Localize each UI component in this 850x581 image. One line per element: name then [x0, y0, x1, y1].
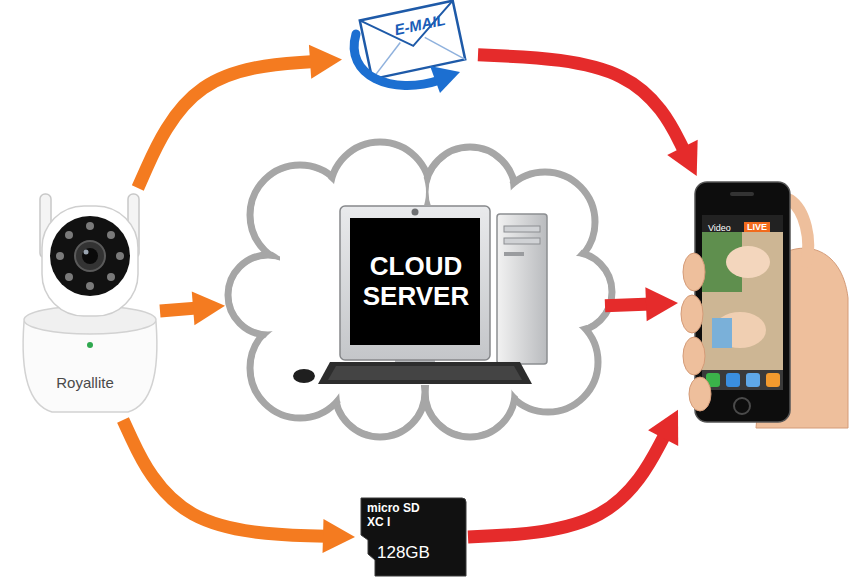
flow-arrow: [123, 420, 355, 553]
flow-arrow: [605, 287, 678, 321]
arrow-head: [309, 45, 342, 79]
flow-arrow: [478, 55, 698, 176]
screen-label: CLOUD SERVER: [350, 252, 482, 312]
sd-card-figure: [361, 498, 466, 576]
arrow-shaft: [123, 420, 335, 536]
arrow-shaft: [478, 55, 688, 158]
capacity-label: 128GB: [377, 543, 430, 563]
arrow-head: [648, 410, 678, 446]
arrow-head: [645, 287, 678, 321]
email-figure: [354, 1, 465, 93]
cloud-server-node: CLOUD SERVER: [225, 160, 605, 430]
flow-arrow: [468, 410, 678, 537]
camera-figure: [23, 194, 157, 412]
email-label: E-MAIL: [393, 11, 447, 39]
arrow-head: [667, 140, 697, 176]
brand-label: Royallite: [56, 374, 114, 391]
phone-node: Video LIVE: [678, 176, 848, 430]
arrow-head: [192, 291, 225, 325]
live-badge: LIVE: [744, 222, 770, 232]
arrow-head: [323, 519, 355, 553]
cloud-shape: [228, 142, 612, 437]
email-node: E-MAIL: [342, 2, 478, 98]
app-title: Video: [708, 223, 731, 233]
card-brand-label: micro SD XC I: [367, 502, 431, 530]
sd-card-node: micro SD XC I 128GB: [355, 495, 468, 579]
flow-arrow: [160, 291, 225, 325]
computer-figure: [293, 206, 547, 384]
arrow-shaft: [468, 427, 669, 537]
phone-figure: [681, 182, 848, 428]
camera-node: Royallite: [12, 188, 160, 420]
arrow-shaft: [138, 61, 322, 188]
flow-arrow: [138, 45, 342, 188]
